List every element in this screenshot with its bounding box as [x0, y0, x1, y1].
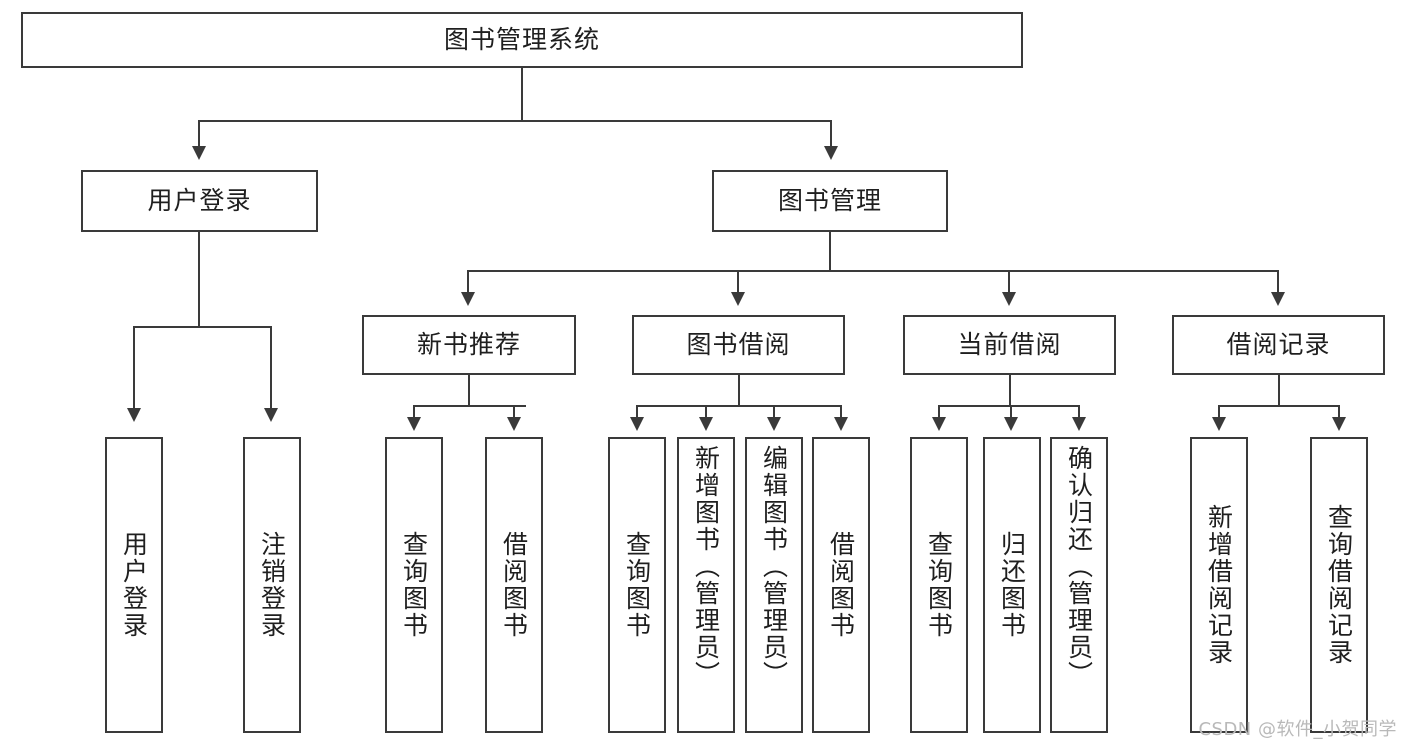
arrow-borrow-records-leaf-1 [1212, 417, 1226, 431]
connector-borrow-records-leaf-1 [1218, 405, 1220, 419]
node-book-management[interactable]: 图书管理 [712, 170, 948, 232]
node-user-login[interactable]: 用户登录 [81, 170, 318, 232]
connector-current-borrow-leaf-1 [938, 405, 940, 419]
leaf-user-login-login[interactable]: 用户登录 [105, 437, 163, 733]
connector-borrow-records-bus [1218, 405, 1340, 407]
leaf-records-query-record[interactable]: 查询借阅记录 [1310, 437, 1368, 733]
connector-current-borrow-bus [938, 405, 1079, 407]
leaf-label: 借阅图书 [826, 531, 856, 639]
connector-book-borrow-leaf-1 [636, 405, 638, 419]
leaf-current-query-book[interactable]: 查询图书 [910, 437, 968, 733]
connector-book-mgmt-down [829, 232, 831, 270]
connector-book-borrow-bus [636, 405, 841, 407]
connector-to-user-login [198, 120, 200, 148]
connector-level3-bus [467, 270, 1279, 272]
leaf-label: 新增借阅记录 [1204, 504, 1234, 666]
leaf-borrow-edit-book-admin[interactable]: 编辑图书（管理员） [745, 437, 803, 733]
arrow-user-login-leaf-2 [264, 408, 278, 422]
leaf-label: 借阅图书 [499, 531, 529, 639]
connector-root-down [521, 68, 523, 120]
node-new-book-recommend[interactable]: 新书推荐 [362, 315, 576, 375]
leaf-label: 查询图书 [399, 531, 429, 639]
arrow-to-user-login [192, 146, 206, 160]
leaf-label: 确认归还（管理员） [1064, 445, 1094, 688]
node-current-borrow[interactable]: 当前借阅 [903, 315, 1116, 375]
node-label: 当前借阅 [957, 330, 1062, 360]
connector-book-borrow-leaf-2 [705, 405, 707, 419]
connector-borrow-records-down [1278, 375, 1280, 405]
connector-book-borrow-leaf-4 [840, 405, 842, 419]
node-label: 图书借阅 [686, 330, 791, 360]
connector-to-borrow-records [1277, 270, 1279, 294]
leaf-borrow-add-book-admin[interactable]: 新增图书（管理员） [677, 437, 735, 733]
connector-user-login-leaf-2 [270, 326, 272, 410]
connector-to-book-mgmt [830, 120, 832, 148]
connector-user-login-leaf-1 [133, 326, 135, 410]
arrow-book-borrow-leaf-3 [767, 417, 781, 431]
leaf-label: 新增图书（管理员） [691, 445, 721, 688]
arrow-new-book-leaf-2 [507, 417, 521, 431]
connector-to-current-borrow [1008, 270, 1010, 294]
connector-new-book-bus [413, 405, 526, 407]
connector-current-borrow-leaf-2 [1010, 405, 1012, 419]
arrow-current-borrow-leaf-3 [1072, 417, 1086, 431]
arrow-book-borrow-leaf-4 [834, 417, 848, 431]
connector-book-borrow-leaf-3 [773, 405, 775, 419]
node-label: 图书管理 [777, 186, 882, 216]
leaf-label: 查询图书 [924, 531, 954, 639]
node-root-system[interactable]: 图书管理系统 [21, 12, 1023, 68]
node-label: 用户登录 [147, 186, 252, 216]
arrow-to-borrow-records [1271, 292, 1285, 306]
leaf-records-add-record[interactable]: 新增借阅记录 [1190, 437, 1248, 733]
connector-user-login-down [198, 232, 200, 326]
leaf-new-book-borrow[interactable]: 借阅图书 [485, 437, 543, 733]
connector-current-borrow-leaf-3 [1078, 405, 1080, 419]
arrow-new-book-leaf-1 [407, 417, 421, 431]
node-label: 图书管理系统 [443, 25, 600, 55]
arrow-to-new-book [461, 292, 475, 306]
csdn-watermark: CSDN @软件_小贺同学 [1198, 719, 1397, 740]
arrow-to-book-mgmt [824, 146, 838, 160]
leaf-current-confirm-return-admin[interactable]: 确认归还（管理员） [1050, 437, 1108, 733]
node-label: 新书推荐 [416, 330, 521, 360]
arrow-current-borrow-leaf-2 [1004, 417, 1018, 431]
leaf-borrow-query-book[interactable]: 查询图书 [608, 437, 666, 733]
leaf-label: 注销登录 [257, 531, 287, 639]
node-borrow-records[interactable]: 借阅记录 [1172, 315, 1385, 375]
arrow-book-borrow-leaf-1 [630, 417, 644, 431]
arrow-book-borrow-leaf-2 [699, 417, 713, 431]
leaf-current-return-book[interactable]: 归还图书 [983, 437, 1041, 733]
leaf-label: 编辑图书（管理员） [759, 445, 789, 688]
connector-book-borrow-down [738, 375, 740, 405]
node-label: 借阅记录 [1226, 330, 1331, 360]
connector-new-book-leaf-1 [413, 405, 415, 419]
connector-level2-bus [198, 120, 832, 122]
connector-to-new-book [467, 270, 469, 294]
connector-borrow-records-leaf-2 [1338, 405, 1340, 419]
connector-to-book-borrow [737, 270, 739, 294]
leaf-borrow-borrow-book[interactable]: 借阅图书 [812, 437, 870, 733]
connector-current-borrow-down [1009, 375, 1011, 405]
arrow-current-borrow-leaf-1 [932, 417, 946, 431]
connector-new-book-down [468, 375, 470, 405]
leaf-new-book-query[interactable]: 查询图书 [385, 437, 443, 733]
leaf-user-login-logout[interactable]: 注销登录 [243, 437, 301, 733]
leaf-label: 查询图书 [622, 531, 652, 639]
arrow-to-current-borrow [1002, 292, 1016, 306]
leaf-label: 用户登录 [119, 531, 149, 639]
connector-new-book-leaf-2 [513, 405, 515, 419]
arrow-user-login-leaf-1 [127, 408, 141, 422]
arrow-to-book-borrow [731, 292, 745, 306]
arrow-borrow-records-leaf-2 [1332, 417, 1346, 431]
leaf-label: 归还图书 [997, 531, 1027, 639]
connector-user-login-bus [133, 326, 271, 328]
leaf-label: 查询借阅记录 [1324, 504, 1354, 666]
node-book-borrow[interactable]: 图书借阅 [632, 315, 845, 375]
